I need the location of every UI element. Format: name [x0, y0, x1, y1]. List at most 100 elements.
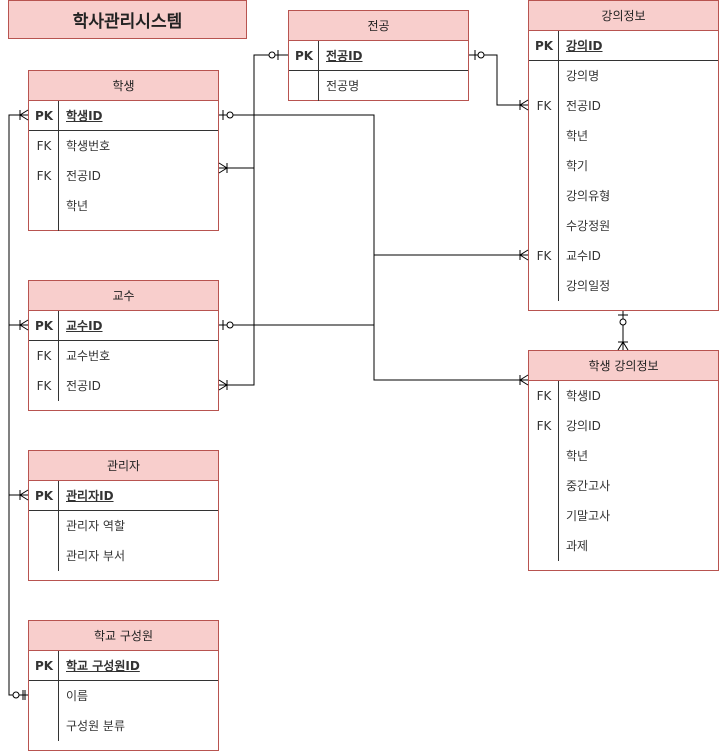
crowfoot-lecture-major	[519, 99, 529, 111]
attr-row: FK 교수ID	[529, 241, 718, 271]
pk-label: PK	[34, 489, 54, 503]
attr-field: 강의유형	[566, 189, 611, 203]
major-pk-field: 전공ID	[326, 49, 363, 63]
attr-field: 학년	[566, 449, 589, 463]
entity-school-member[interactable]: 학교 구성원 PK 학교 구성원ID 이름 구성원 분류	[28, 620, 219, 751]
pk-label: PK	[294, 49, 314, 63]
attr-field: 기말고사	[566, 509, 611, 523]
attr-field: 구성원 분류	[66, 719, 126, 733]
key-column-divider	[58, 651, 59, 741]
admin-pk-field: 관리자ID	[66, 489, 114, 503]
key-column-divider	[58, 481, 59, 571]
pk-label: PK	[34, 109, 54, 123]
attr-field: 교수ID	[566, 249, 601, 263]
student-zero-mark	[226, 111, 234, 119]
attr-field: 수강정원	[566, 219, 611, 233]
entity-admin[interactable]: 관리자 PK 관리자ID 관리자 역할 관리자 부서	[28, 450, 219, 581]
attr-row: 학년	[29, 191, 218, 221]
pk-label: PK	[34, 659, 54, 673]
attr-field: 관리자 부서	[66, 549, 126, 563]
admin-pk-row: PK 관리자ID	[29, 481, 218, 511]
rel-student-studentlecture	[219, 114, 528, 381]
rel-major-lecture	[469, 54, 528, 106]
attr-row: 구성원 분류	[29, 711, 218, 741]
member-pk-row: PK 학교 구성원ID	[29, 651, 218, 681]
key-column-divider	[58, 101, 59, 231]
attr-field: 교수번호	[66, 349, 111, 363]
attr-row: 강의유형	[529, 181, 718, 211]
crowfoot-studentlecture-top	[617, 341, 629, 351]
attr-field: 학년	[66, 199, 89, 213]
crowfoot-studentlecture	[519, 374, 529, 386]
entity-major-title: 전공	[289, 11, 468, 41]
attr-field: 전공ID	[66, 169, 101, 183]
attr-field: 중간고사	[566, 479, 611, 493]
fk-label: FK	[536, 99, 552, 113]
attr-field: 학생ID	[566, 389, 601, 403]
entity-student-title: 학생	[29, 71, 218, 101]
fk-label: FK	[536, 249, 552, 263]
student-pk-field: 학생ID	[66, 109, 103, 123]
pk-label: PK	[34, 319, 54, 333]
attr-field: 이름	[66, 689, 89, 703]
attr-field: 강의ID	[566, 419, 601, 433]
entity-student[interactable]: 학생 PK 학생ID FK 학생번호 FK 전공ID 학년	[28, 70, 219, 231]
attr-row: 학년	[529, 441, 718, 471]
entity-student-lecture[interactable]: 학생 강의정보 FK 학생ID FK 강의ID 학년 중간고사 기말고사 과제	[528, 350, 719, 571]
entity-student-lecture-title: 학생 강의정보	[529, 351, 718, 381]
major-pk-row: PK 전공ID	[289, 41, 468, 71]
fk-label: FK	[36, 379, 52, 393]
fk-label: FK	[36, 139, 52, 153]
member-zero-mark	[12, 691, 20, 699]
attr-field: 관리자 역할	[66, 519, 126, 533]
rel-professor-lecture	[219, 254, 528, 326]
fk-label: FK	[36, 349, 52, 363]
attr-row: 관리자 부서	[29, 541, 218, 571]
attr-row: 강의일정	[529, 271, 718, 301]
entity-school-member-title: 학교 구성원	[29, 621, 218, 651]
attr-row: 강의명	[529, 61, 718, 91]
major-right-zero-mark	[477, 51, 485, 59]
member-pk-field: 학교 구성원ID	[66, 659, 140, 673]
crowfoot-professor-left	[19, 319, 29, 331]
fk-label: FK	[536, 389, 552, 403]
attr-field: 학년	[566, 129, 589, 143]
attr-field: 전공명	[326, 79, 360, 93]
lecture-pk-row: PK 강의ID	[529, 31, 718, 61]
rel-major-student	[219, 54, 288, 386]
lecture-zero-mark	[619, 318, 627, 326]
attr-row: 학기	[529, 151, 718, 181]
attr-row: 수강정원	[529, 211, 718, 241]
attr-row: FK 전공ID	[29, 161, 218, 191]
entity-lecture-title: 강의정보	[529, 1, 718, 31]
attr-row: 이름	[29, 681, 218, 711]
attr-field: 과제	[566, 539, 589, 553]
key-column-divider	[318, 41, 319, 101]
attr-field: 강의명	[566, 69, 600, 83]
attr-row: FK 학생ID	[529, 381, 718, 411]
entity-professor-title: 교수	[29, 281, 218, 311]
lecture-pk-field: 강의ID	[566, 39, 603, 53]
crowfoot-lecture-professor	[519, 249, 529, 261]
fk-label: FK	[536, 419, 552, 433]
attr-row: 과제	[529, 531, 718, 561]
crowfoot-professor-major	[218, 379, 228, 391]
crowfoot-student-left	[19, 109, 29, 121]
attr-row: FK 교수번호	[29, 341, 218, 371]
student-pk-row: PK 학생ID	[29, 101, 218, 131]
entity-major[interactable]: 전공 PK 전공ID 전공명	[288, 10, 469, 101]
crowfoot-student-major	[218, 162, 228, 174]
diagram-title: 학사관리시스템	[8, 0, 247, 39]
attr-row: 중간고사	[529, 471, 718, 501]
attr-field: 학기	[566, 159, 589, 173]
attr-row: FK 강의ID	[529, 411, 718, 441]
attr-field: 강의일정	[566, 279, 611, 293]
professor-pk-field: 교수ID	[66, 319, 103, 333]
key-column-divider	[558, 31, 559, 301]
entity-admin-title: 관리자	[29, 451, 218, 481]
